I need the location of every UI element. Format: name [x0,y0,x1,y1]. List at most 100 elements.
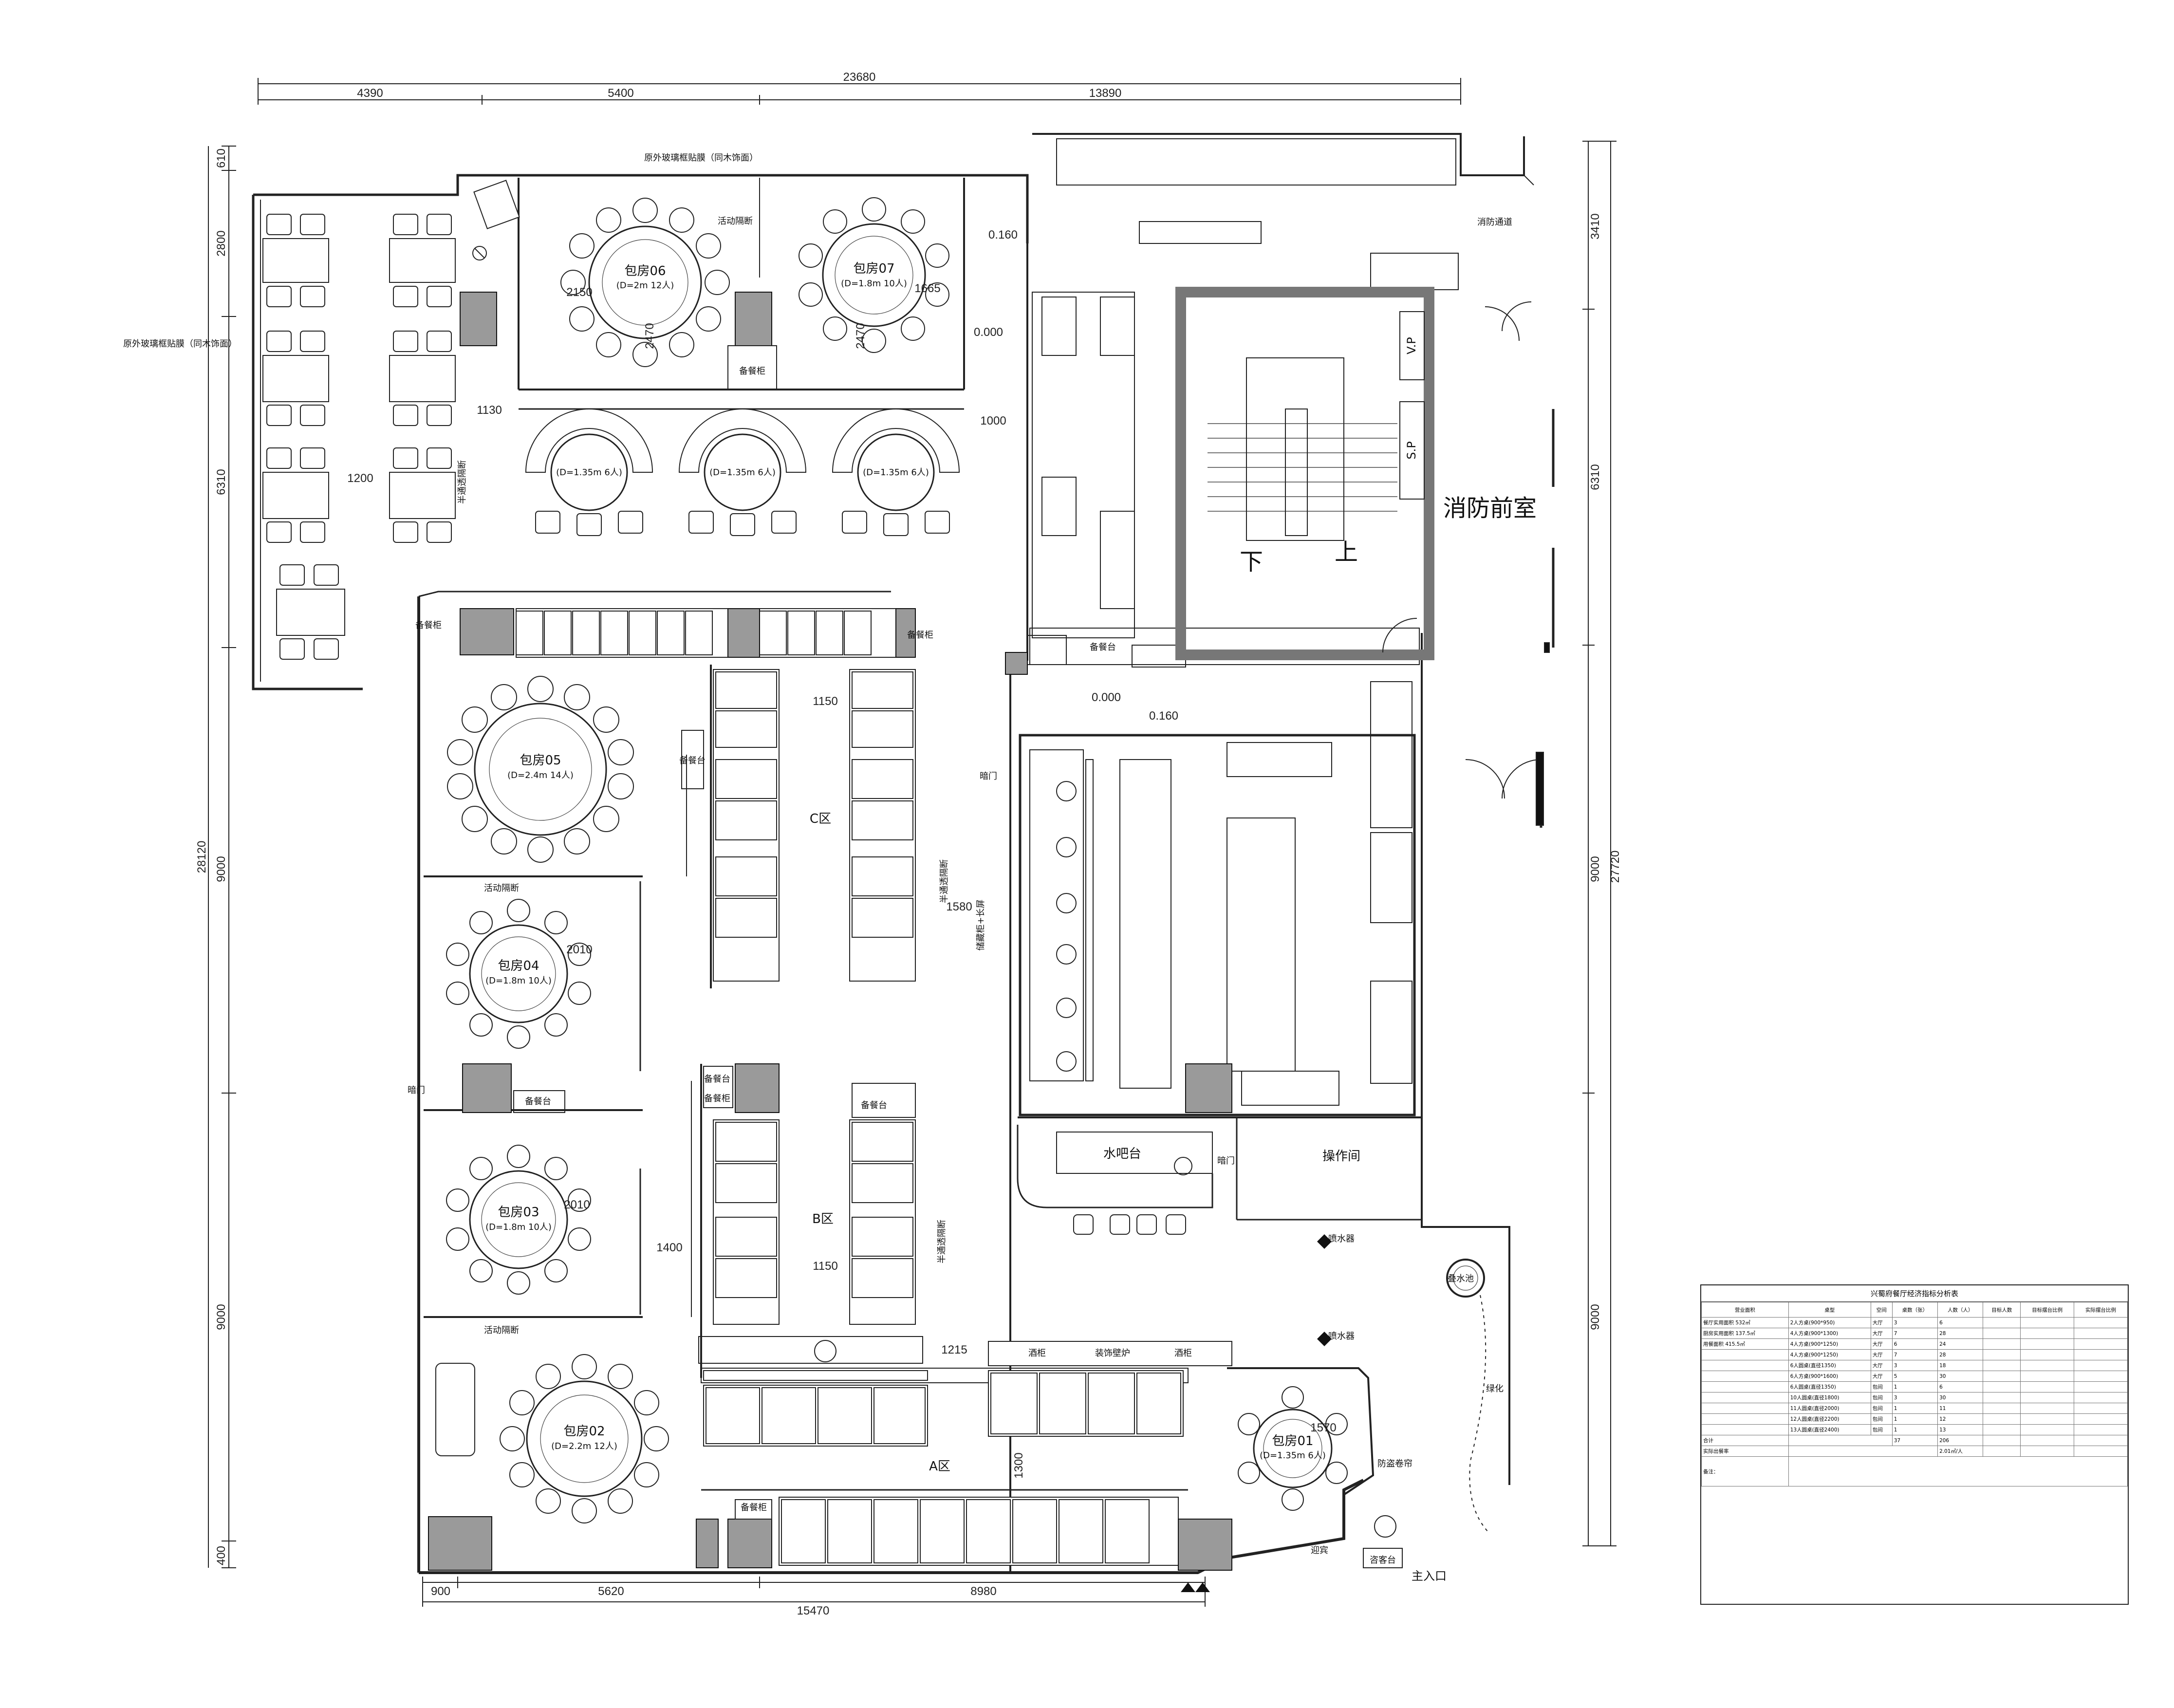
stats-empty-cell [2020,1403,2075,1414]
room-05-spec: (D=2.4m 14人) [507,770,574,780]
stats-area-cell: 厨房实用面积 137.5㎡ [1701,1328,1789,1339]
stats-cell: 1 [1892,1424,1938,1435]
stats-cell: 1 [1892,1403,1938,1414]
fire-corridor-label: 消防通道 [1477,217,1512,227]
stats-cell: 包间 [1870,1381,1893,1392]
room-04-spec: (D=1.8m 10人) [485,976,552,986]
stats-empty-cell [1983,1403,2021,1414]
stats-cell: 28 [1937,1328,1984,1339]
dim-2010-a: 2010 [566,943,592,956]
stats-cell: 4人方桌(900*1250) [1788,1338,1871,1350]
stats-area-cell: 用餐面积 415.5㎡ [1701,1338,1789,1350]
stats-cell: 7 [1892,1349,1938,1360]
stats-empty-cell [2074,1371,2128,1382]
booth-2-spec: (D=1.35m 6人) [709,467,776,478]
note-planter: 绿化 [1486,1384,1504,1394]
stats-cell: 包间 [1870,1424,1893,1435]
note-glass-top: 原外玻璃框贴膜（同木饰面） [644,153,758,163]
room-02-table [500,1354,669,1523]
dim-left-2: 2800 [215,230,228,256]
stats-cell: 3 [1892,1360,1938,1371]
dim-1665: 1665 [914,282,940,295]
stats-cell: 30 [1937,1371,1984,1382]
dim-1580: 1580 [946,900,972,913]
bar-label: 水吧台 [1103,1147,1141,1161]
stats-cell: 18 [1937,1360,1984,1371]
dim-top-3: 13890 [1089,87,1122,100]
dim-1130: 1130 [477,404,502,417]
stats-cell: 11人圆桌(直径2000) [1788,1403,1871,1414]
guest-desk-label: 咨客台 [1370,1555,1396,1565]
stats-total-people: 206 [1937,1435,1984,1446]
stats-empty-cell [2074,1338,2128,1350]
dim-left-6: 400 [215,1546,228,1565]
stats-cell [1983,1435,2021,1446]
note-service-table-1: 备餐台 [679,756,706,766]
dim-right-total: 27720 [1609,851,1622,883]
stats-header-row: 营业面积 桌型 空间 桌数（张） 人数（人） 目标人数 目标摆台比例 实际摆台比… [1701,1302,2128,1318]
stats-empty-cell [2074,1403,2128,1414]
note-movable-partition-1: 活动隔断 [718,216,753,226]
stats-empty-cell [1983,1413,2021,1425]
note-wine-2: 酒柜 [1174,1348,1192,1358]
dim-right-3: 9000 [1589,856,1602,882]
dimension-top [258,78,1461,105]
stats-area-cell [1701,1360,1789,1371]
level-0160-b: 0.160 [1149,709,1178,723]
stats-empty-cell [2074,1413,2128,1425]
stats-area-cell [1701,1424,1789,1435]
note-service-cabinet-2: 备餐柜 [415,620,442,631]
stats-empty-cell [2074,1328,2128,1339]
stats-title: 兴蜀府餐厅经济指标分析表 [1701,1285,2128,1302]
note-half-partition-3: 半通透隔断 [937,1220,947,1263]
dim-left-5: 9000 [215,1304,228,1330]
stats-area-cell [1701,1413,1789,1425]
stats-cell: 6 [1892,1338,1938,1350]
operation-label: 操作间 [1322,1149,1360,1164]
stats-empty-cell [1983,1338,2021,1350]
c-zone [460,608,916,988]
bar-area [1017,1116,1422,1235]
note-wine-1: 酒柜 [1028,1348,1046,1358]
room-04-name: 包房04 [498,959,539,973]
note-service-cabinet-1: 备餐柜 [739,366,765,376]
stats-empty-cell [2020,1413,2075,1425]
stats-empty-cell [2020,1317,2075,1328]
dim-1000: 1000 [980,414,1006,427]
stats-area-cell [1701,1392,1789,1403]
stats-cell: 大厅 [1870,1328,1893,1339]
note-flowerbed: 防盗卷帘 [1377,1459,1412,1469]
stats-empty-cell [2020,1338,2075,1350]
booth-3-spec: (D=1.35m 6人) [863,467,929,478]
stats-cell: 大厅 [1870,1349,1893,1360]
stats-cell: 6 [1937,1381,1984,1392]
stats-empty-cell [2020,1371,2075,1382]
note-hidden-door-1: 暗门 [408,1085,425,1095]
stats-cell: 6人圆桌(直径1350) [1788,1360,1871,1371]
room-05-table [447,676,634,863]
dim-1400: 1400 [656,1241,682,1254]
stats-empty-cell [1983,1424,2021,1435]
dim-top-total: 23680 [843,71,876,84]
stats-cell: 6人方桌(900*1600) [1788,1371,1871,1382]
entrance [1181,1234,1490,1592]
zone-c-label: C区 [810,812,831,826]
stats-header: 营业面积 [1701,1302,1789,1318]
room-07-name: 包房07 [853,261,894,276]
dim-bottom-1: 900 [431,1585,450,1598]
room-04-table [446,899,591,1049]
dim-left-1: 610 [215,149,228,168]
room-06-table [560,198,730,367]
stats-cell: 包间 [1870,1392,1893,1403]
stats-cell: 包间 [1870,1413,1893,1425]
stats-cell: 包间 [1870,1403,1893,1414]
label-vp: V.P [1405,337,1418,354]
stats-empty-cell [2074,1424,2128,1435]
